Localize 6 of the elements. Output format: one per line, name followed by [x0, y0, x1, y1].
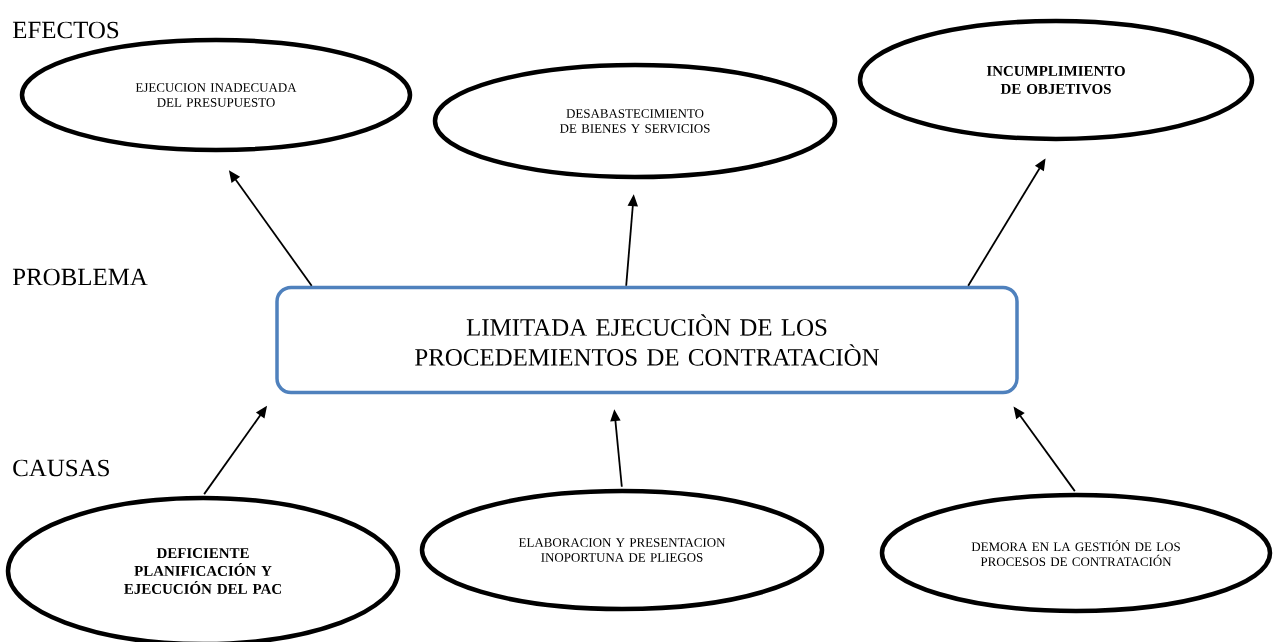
ellipse-node: DESABASTECIMIENTO DE BIENES Y SERVICIOS — [432, 62, 838, 180]
ellipse-node: ELABORACION Y PRESENTACION INOPORTUNA DE PLIEGOS — [419, 488, 825, 612]
ellipse-node: INCUMPLIMIENTO DE OBJETIVOS — [857, 18, 1255, 142]
section-label: PROBLEMA — [12, 268, 148, 286]
problem-box: LIMITADA EJECUCIÒN DE LOS PROCEDEMIENTOS DE CONTRATACIÒN — [275, 285, 1019, 395]
ellipse-node: DEMORA EN LA GESTIÓN DE LOS PROCESOS DE CONTRATACIÓN — [879, 492, 1273, 614]
